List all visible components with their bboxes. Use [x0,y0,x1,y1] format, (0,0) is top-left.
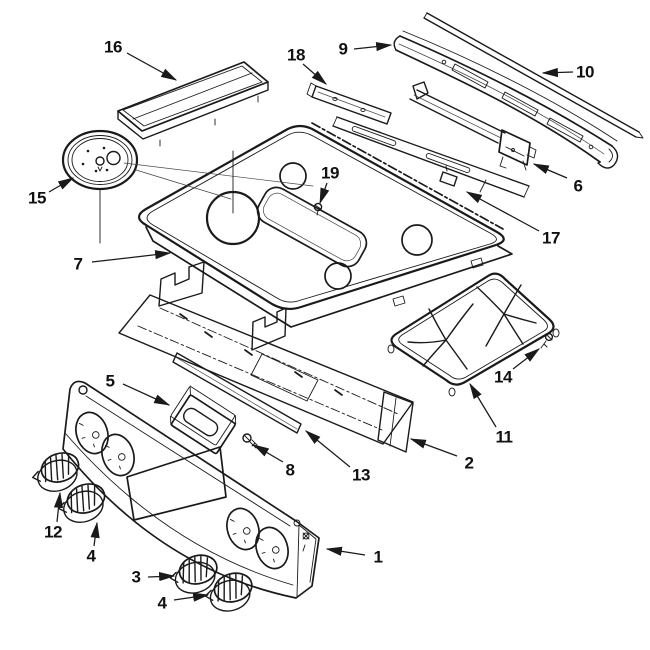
callout-label: 19 [321,164,339,183]
knob-opening [101,433,135,477]
callout-14: 14 [494,348,541,387]
screw-8 [242,433,258,449]
callout-19: 19 [319,164,339,205]
callout-label: 15 [28,189,46,208]
main-cooktop-7 [137,124,513,328]
callout-label: 2 [465,454,474,473]
callout-18: 18 [287,46,328,85]
callout-1: 1 [325,546,383,567]
callout-label: 11 [496,428,513,447]
callout-label: 4 [158,594,168,613]
callout-15: 15 [28,177,75,208]
callout-label: 10 [576,63,594,82]
trim-strip-10 [423,12,644,139]
callout-label: 5 [106,372,115,391]
callout-label: 4 [87,547,97,566]
control-panel-1 [62,380,320,599]
callout-13: 13 [304,430,370,485]
burner-box-2 [118,261,414,453]
manifold-rail-6 [409,81,537,171]
callout-label: 17 [542,229,560,248]
callout-17: 17 [465,191,560,248]
support-bracket-18 [306,82,392,125]
callouts: 16 15 18 9 10 6 17 19 [28,38,594,613]
callout-7: 7 [74,250,172,274]
burner-base-15 [61,129,139,244]
control-knob-4b [204,572,253,612]
callout-3: 3 [132,568,176,587]
alignment-lines [123,150,314,214]
deflector-strip-13 [172,352,302,434]
callout-12: 12 [44,491,64,542]
knob-opening [75,411,109,455]
callout-label: 7 [74,255,83,274]
cooktop-screw-19 [313,202,323,216]
knob-opening [226,507,260,551]
burner-grate-11 [387,272,560,397]
callout-label: 14 [494,368,513,387]
panel-end-screw [302,532,310,552]
vent-grille-16 [117,61,269,147]
control-knob-12 [32,452,80,492]
backguard-trim-9 [393,30,619,169]
callout-11: 11 [469,382,513,447]
igniter-harness [311,122,504,230]
callout-6: 6 [532,163,583,196]
callout-label: 6 [574,177,583,196]
grate-screw-14 [540,332,554,349]
callout-label: 18 [287,46,305,65]
callout-2: 2 [409,438,474,473]
callout-label: 8 [286,461,295,480]
callout-label: 12 [44,523,62,542]
control-knob-4a [58,483,106,523]
callout-label: 13 [352,466,370,485]
display-module-5 [170,385,237,455]
callout-16: 16 [104,38,178,81]
callout-label: 1 [374,548,383,567]
callout-label: 3 [132,568,141,587]
callout-10: 10 [541,63,594,82]
callout-4a: 4 [87,521,100,566]
knob-opening [255,526,289,570]
callout-label: 9 [339,40,348,59]
burner-rail-17 [332,116,530,198]
callout-5: 5 [106,372,171,406]
callout-8: 8 [252,444,295,480]
callout-9: 9 [339,40,393,59]
callout-label: 16 [104,38,122,57]
callout-4b: 4 [158,592,210,613]
display-window [126,446,227,521]
